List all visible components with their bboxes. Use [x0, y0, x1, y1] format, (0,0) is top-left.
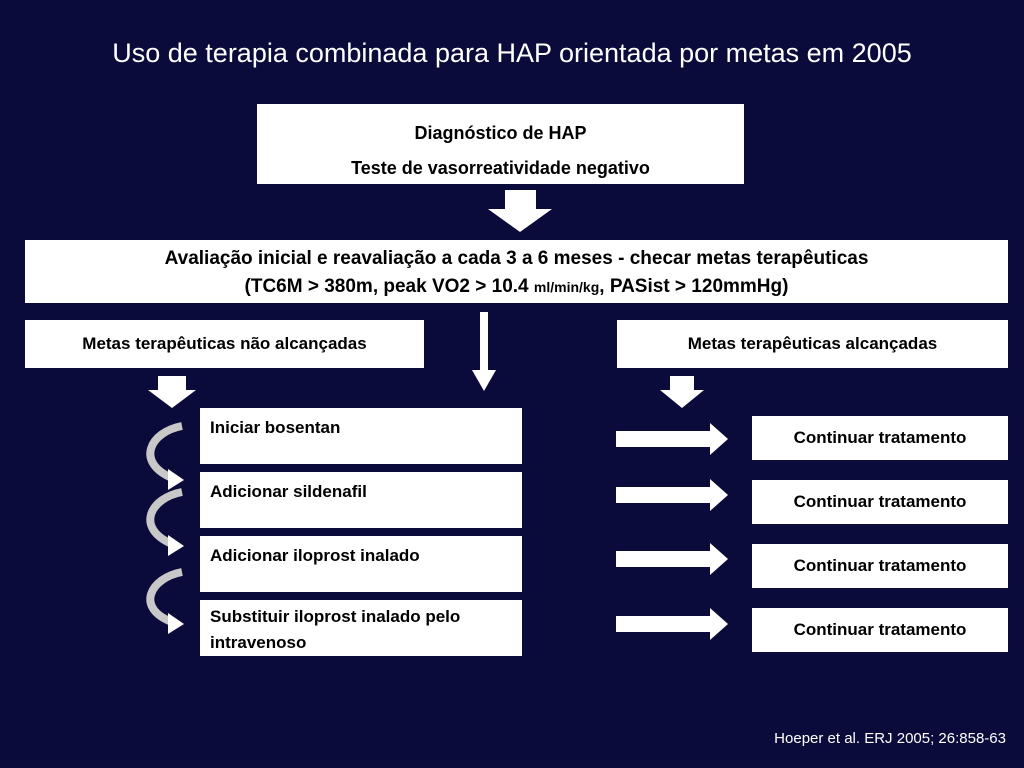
continue-box-2: Continuar tratamento [752, 480, 1008, 524]
down-arrow-to-steps [472, 312, 496, 391]
evaluation-line-2: (TC6M > 380m, peak VO2 > 10.4 ml/min/kg,… [25, 273, 1008, 301]
right-arrow-4 [616, 608, 728, 640]
diagnosis-line-2: Teste de vasorreatividade negativo [351, 158, 650, 178]
down-arrow-reached [660, 376, 704, 408]
evaluation-box: Avaliação inicial e reavaliação a cada 3… [25, 240, 1008, 303]
right-arrow-2 [616, 479, 728, 511]
continue-box-4: Continuar tratamento [752, 608, 1008, 652]
evaluation-criteria-unit: ml/min/kg [533, 279, 600, 295]
evaluation-line-1: Avaliação inicial e reavaliação a cada 3… [164, 248, 869, 269]
down-arrow-main [488, 190, 552, 232]
continue-box-1: Continuar tratamento [752, 416, 1008, 460]
step-box-3: Adicionar iloprost inalado [200, 536, 522, 592]
goals-not-reached-box: Metas terapêuticas não alcançadas [25, 320, 424, 368]
citation: Hoeper et al. ERJ 2005; 26:858-63 [774, 730, 1006, 747]
diagnosis-line-1: Diagnóstico de HAP [414, 123, 587, 143]
right-arrow-1 [616, 423, 728, 455]
evaluation-criteria-a: (TC6M > 380m, peak VO2 > 10.4 [244, 276, 534, 297]
diagnosis-box: Diagnóstico de HAP Teste de vasorreativi… [257, 104, 744, 184]
curved-arrow-1 [146, 422, 184, 490]
step-box-4: Substituir iloprost inalado pelo intrave… [200, 600, 522, 656]
slide-title: Uso de terapia combinada para HAP orient… [112, 38, 912, 68]
right-arrow-3 [616, 543, 728, 575]
step-box-2: Adicionar sildenafil [200, 472, 522, 528]
down-arrow-not-reached [148, 376, 196, 408]
curved-arrow-3 [146, 568, 184, 634]
continue-box-3: Continuar tratamento [752, 544, 1008, 588]
goals-reached-box: Metas terapêuticas alcançadas [617, 320, 1008, 368]
curved-arrow-2 [146, 488, 184, 556]
evaluation-criteria-b: , PASist > 120mmHg) [599, 276, 789, 297]
step-box-1: Iniciar bosentan [200, 408, 522, 464]
